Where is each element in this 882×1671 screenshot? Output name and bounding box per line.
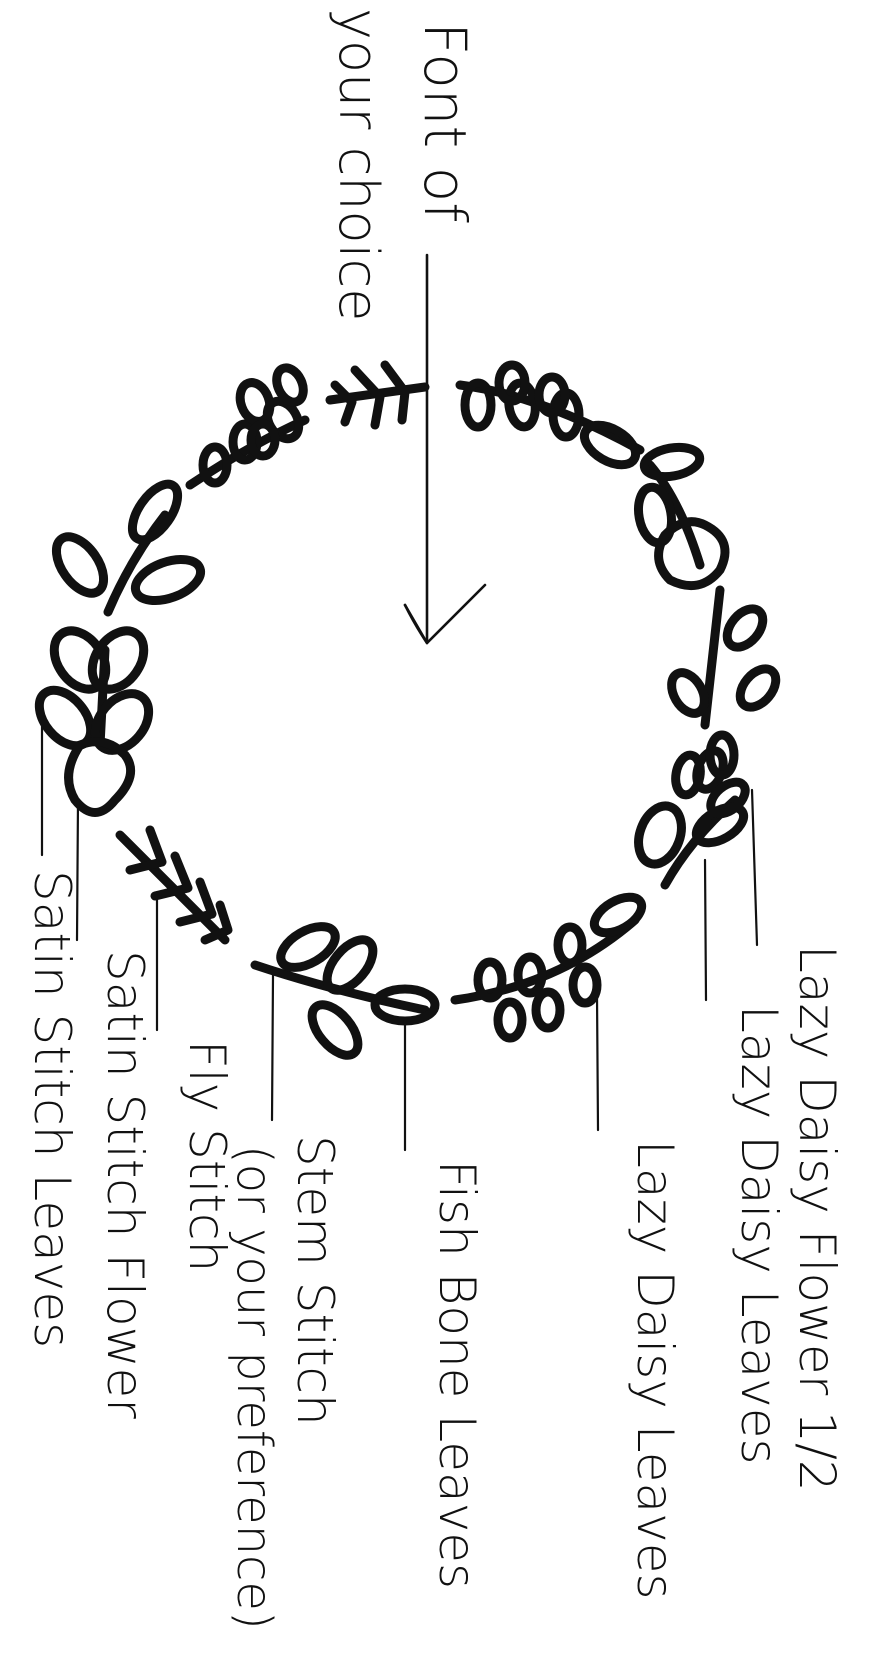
leader-line-stem-stitch: [272, 975, 273, 1120]
label-lazy-daisy-leaves-lower: Lazy Daisy Leaves: [626, 1140, 684, 1600]
header-note-line1: Font of: [411, 22, 479, 223]
lazy-daisy-top-motif: [460, 365, 642, 473]
fly-stitch-top-motif: [330, 365, 425, 425]
label-fish-bone-leaves: Fish Bone Leaves: [428, 1160, 486, 1589]
down-arrow-icon: [405, 255, 485, 643]
label-stem-stitch-line1: Stem Stitch: [286, 1135, 344, 1426]
satin-bud-right-motif: [634, 443, 725, 585]
leader-line-lazy-daisy-leaves-lower: [597, 995, 598, 1130]
header-note-line2: your choice: [327, 8, 390, 321]
fishbone-bottom-left-motif: [120, 830, 228, 940]
label-lazy-daisy-flower: Lazy Daisy Flower 1/2: [788, 945, 846, 1492]
leader-line-lazy-daisy-leaves-upper: [705, 860, 706, 1000]
stitch-labels: Lazy Daisy Flower 1/2 Lazy Daisy Leaves …: [23, 870, 846, 1630]
label-satin-stitch-flower: Satin Stitch Flower: [96, 950, 154, 1419]
lazy-daisy-right-motif: [665, 590, 783, 775]
lazy-daisy-bottom-right-motif: [455, 890, 648, 1038]
leader-line-lazy-daisy-flower: [752, 790, 757, 945]
label-fly-stitch: Fly Stitch: [178, 1040, 236, 1272]
lazy-daisy-upper-left-motif: [190, 364, 308, 485]
label-satin-stitch-leaves: Satin Stitch Leaves: [23, 870, 81, 1348]
header-note: Font of your choice: [327, 8, 479, 321]
label-lazy-daisy-leaves-upper: Lazy Daisy Leaves: [730, 1005, 788, 1465]
satin-stitch-flower-motif: [29, 621, 159, 812]
stem-stitch-bottom-motif: [255, 918, 435, 1063]
stem-stitch-left-motif: [47, 477, 206, 612]
